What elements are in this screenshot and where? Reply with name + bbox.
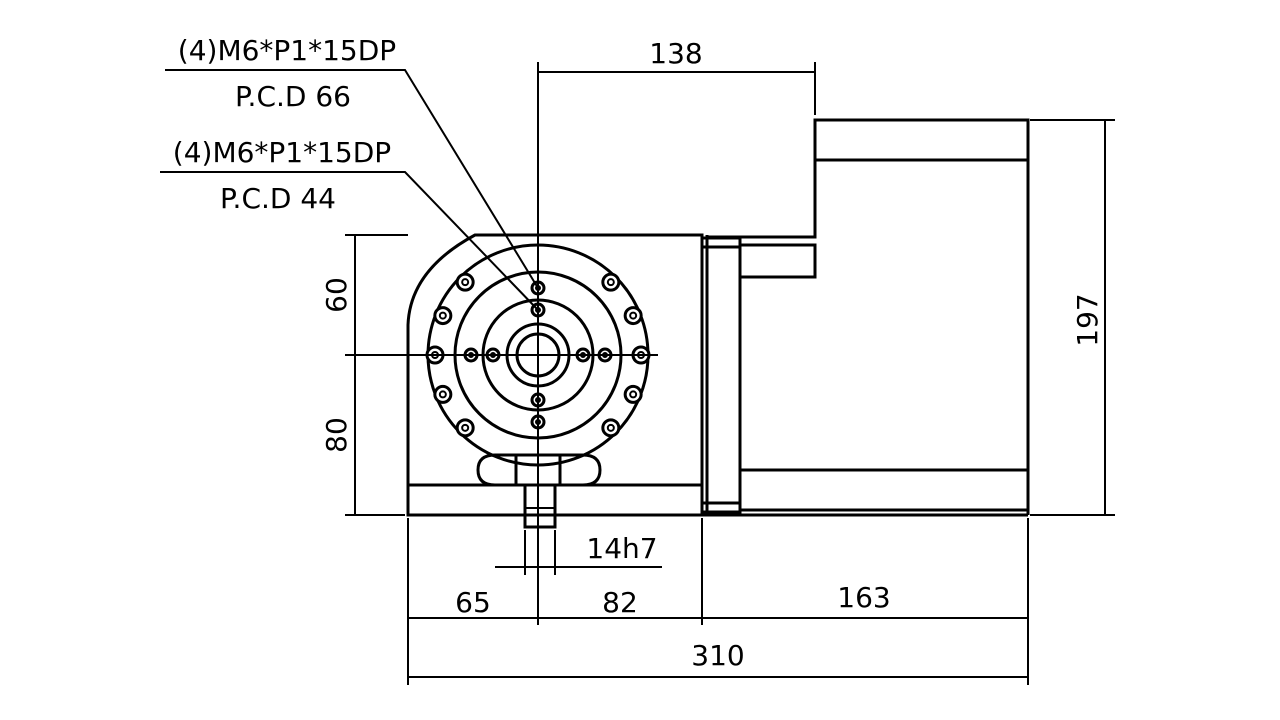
mounting-bolt-center <box>461 423 470 432</box>
mounting-bolt-center <box>438 390 447 399</box>
dim-top-width: 138 <box>649 37 702 70</box>
mounting-bolt-center <box>606 423 615 432</box>
callout-1-thread: (4)M6*P1*15DP <box>178 34 396 67</box>
leader-lines <box>160 69 539 311</box>
dim-upper-height: 60 <box>320 277 353 313</box>
callout-1-pcd: P.C.D 66 <box>235 80 351 113</box>
mounting-bolt-center <box>461 278 470 287</box>
mounting-bolt <box>433 306 453 326</box>
mounting-bolt-center <box>606 278 615 287</box>
mounting-bolt <box>623 384 643 404</box>
callout-2-thread: (4)M6*P1*15DP <box>173 136 391 169</box>
dim-overall-width: 310 <box>691 639 744 672</box>
mounting-bolt <box>601 272 621 292</box>
dim-lower-height: 80 <box>320 417 353 453</box>
dim-shaft: 14h7 <box>586 532 657 565</box>
callout-2-pcd: P.C.D 44 <box>220 182 336 215</box>
mounting-bolt <box>623 306 643 326</box>
centerlines <box>345 62 658 625</box>
mounting-bolt-center <box>629 311 638 320</box>
dimension-lines <box>345 62 1115 685</box>
dim-right-width: 163 <box>837 581 890 614</box>
dim-mid-width: 82 <box>602 586 638 619</box>
mounting-bolt-center <box>438 311 447 320</box>
motor-housing <box>700 118 1030 517</box>
mounting-bolt-center <box>629 390 638 399</box>
mounting-bolt <box>455 272 475 292</box>
mounting-bolt <box>601 418 621 438</box>
mounting-bolt <box>455 418 475 438</box>
dim-height-total: 197 <box>1071 293 1104 346</box>
dim-left-width: 65 <box>455 586 491 619</box>
mounting-bolt <box>433 384 453 404</box>
